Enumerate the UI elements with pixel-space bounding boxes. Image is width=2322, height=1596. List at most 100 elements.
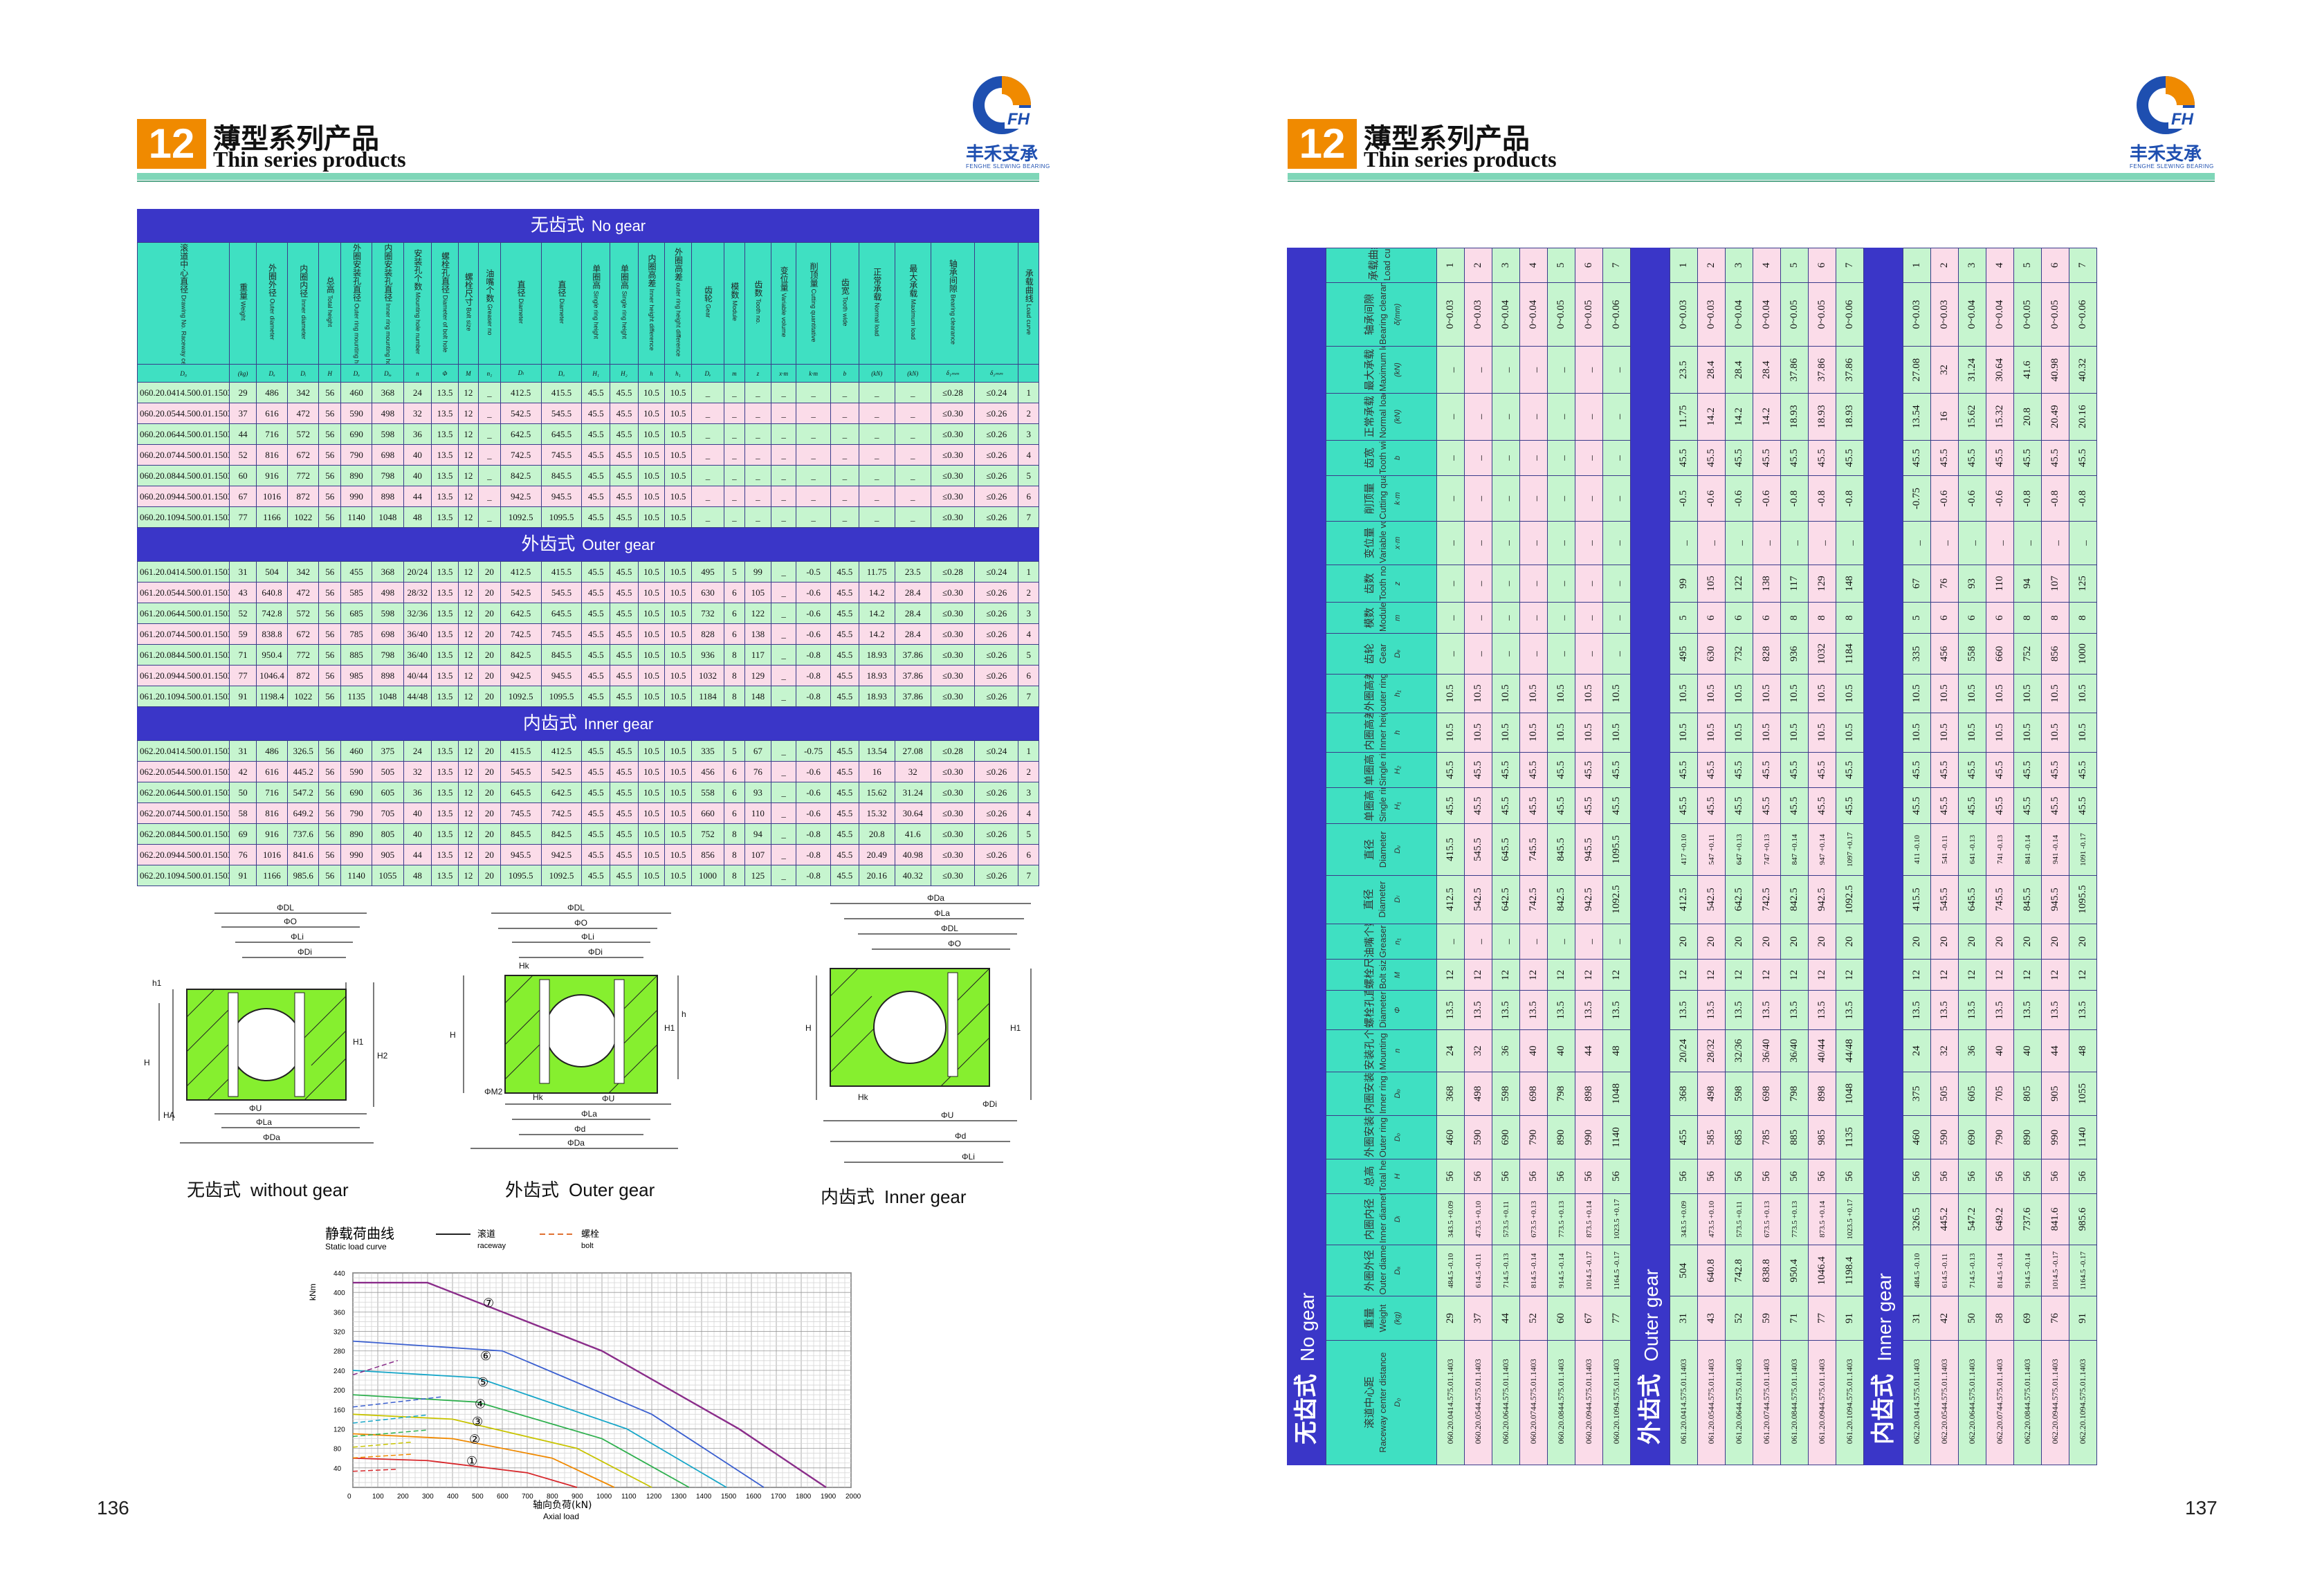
table-cell: 56	[1697, 1159, 1726, 1194]
table-cell: 1032	[1808, 633, 1836, 675]
table-cell: 20/24	[1670, 1029, 1698, 1072]
table-cell: 52	[229, 603, 257, 624]
table-cell: 773.5 +0.13	[1547, 1193, 1575, 1245]
table-cell: 10.5	[1436, 713, 1465, 753]
table-cell: 29	[229, 382, 257, 403]
table-cell: 13.5	[1836, 991, 1864, 1030]
table-cell: 45.5	[1808, 787, 1836, 824]
left-col-symbol: k·m	[796, 364, 832, 383]
table-cell: 742.8	[1725, 1245, 1753, 1296]
table-cell: 45.5	[830, 865, 859, 886]
table-cell: 45.5	[610, 782, 639, 803]
table-cell: _	[1519, 475, 1548, 522]
x-tick-label: 100	[372, 1493, 384, 1501]
table-cell: 45.5	[1575, 787, 1603, 824]
table-cell: _	[724, 382, 745, 403]
table-cell: _	[771, 561, 797, 583]
table-cell: 10.5	[664, 403, 692, 424]
table-cell: 772	[287, 644, 320, 666]
y-tick-label: 280	[333, 1348, 345, 1356]
table-cell: 99	[744, 561, 772, 583]
table-cell: ≤0.30	[930, 403, 976, 424]
table-cell: 13.5	[431, 686, 459, 707]
table-cell: 542.5	[540, 761, 583, 782]
table-cell: _	[1464, 475, 1492, 522]
table-cell: 616	[255, 761, 289, 782]
table-cell: _	[830, 403, 859, 424]
table-cell: 45.5	[581, 465, 611, 486]
table-cell: 6	[2041, 248, 2069, 283]
x-tick-label: 500	[472, 1493, 484, 1501]
table-cell: 061.20.0544.500.01.1503	[136, 582, 230, 603]
table-cell: 45.5	[1464, 787, 1492, 824]
table-cell: 10.5	[637, 623, 666, 645]
left-col-header	[974, 242, 1019, 365]
table-cell: 745.5	[540, 444, 583, 466]
r-no-gear-title: 无齿式No gear	[1287, 248, 1326, 1465]
table-cell: 1	[1436, 248, 1465, 283]
table-cell: 061.20.0414.575.01.1403	[1670, 1340, 1698, 1465]
table-cell: 0~0.05	[1575, 282, 1603, 347]
table-cell: 45.5	[1725, 787, 1753, 824]
table-cell: 56	[1519, 1159, 1548, 1194]
table-cell: 105	[744, 582, 772, 603]
table-cell: _	[830, 506, 859, 528]
table-cell: _	[796, 444, 832, 466]
table-cell: 125	[744, 865, 772, 886]
table-cell: 060.20.0544.575.01.1403	[1464, 1340, 1492, 1465]
table-cell: 45.5	[581, 403, 611, 424]
table-cell: 12	[457, 844, 479, 865]
table-cell: 335	[1903, 633, 1931, 675]
table-cell: 673.5 +0.13	[1753, 1193, 1781, 1245]
table-cell: 45.5	[1958, 787, 1986, 824]
table-cell: 45.5	[610, 686, 639, 707]
table-cell: 412.5	[1670, 875, 1698, 924]
table-cell: 18.93	[1780, 393, 1809, 441]
table-cell: _	[1547, 924, 1575, 960]
table-cell: 56	[318, 382, 342, 403]
table-cell: 20	[478, 761, 501, 782]
table-cell: 12	[1836, 959, 1864, 991]
table-cell: 10.5	[637, 582, 666, 603]
dim-label-u-b: ΦU	[602, 1094, 614, 1103]
table-cell: 13.5	[1519, 991, 1548, 1030]
table-cell: 060.20.1094.500.01.1503	[136, 506, 230, 528]
table-cell: -0.8	[2041, 475, 2069, 522]
table-cell: 705	[372, 802, 404, 824]
page-number-right: 137	[2185, 1497, 2218, 1519]
table-cell: 56	[1575, 1159, 1603, 1194]
table-cell: 12	[457, 865, 479, 886]
table-cell: ≤0.26	[974, 506, 1019, 528]
table-cell: 1095.5	[540, 686, 583, 707]
table-cell: _	[1436, 393, 1465, 441]
table-cell: 1095.5	[540, 506, 583, 528]
dim-label-d-c: Φd	[955, 1131, 966, 1141]
left-col-symbol: δ₁ₘₘ	[930, 364, 976, 383]
table-cell: 12	[457, 686, 479, 707]
table-cell: 3	[1958, 248, 1986, 283]
page-title-en-right: Thin series products	[1364, 147, 1557, 172]
table-cell: 10.5	[1697, 674, 1726, 713]
table-cell: _	[478, 506, 501, 528]
table-cell: 77	[229, 506, 257, 528]
table-cell: 45.5	[581, 802, 611, 824]
table-cell: 45.5	[2041, 787, 2069, 824]
table-cell: 473.5 +0.10	[1464, 1193, 1492, 1245]
table-cell: 698	[1519, 1072, 1548, 1116]
table-cell: 45.5	[581, 823, 611, 845]
table-cell: 10.5	[637, 665, 666, 686]
table-cell: 10.5	[1436, 674, 1465, 713]
table-cell: 590	[340, 761, 373, 782]
table-cell: 56	[318, 486, 342, 507]
table-cell: 890	[340, 465, 373, 486]
table-cell: 20	[2013, 924, 2042, 960]
table-cell: 91	[229, 865, 257, 886]
table-cell: 20	[1986, 924, 2014, 960]
table-cell: 56	[1986, 1159, 2014, 1194]
table-cell: 67	[744, 740, 772, 762]
table-cell: _	[1547, 602, 1575, 634]
table-cell: ≤0.30	[930, 486, 976, 507]
table-cell: 898	[1808, 1072, 1836, 1116]
